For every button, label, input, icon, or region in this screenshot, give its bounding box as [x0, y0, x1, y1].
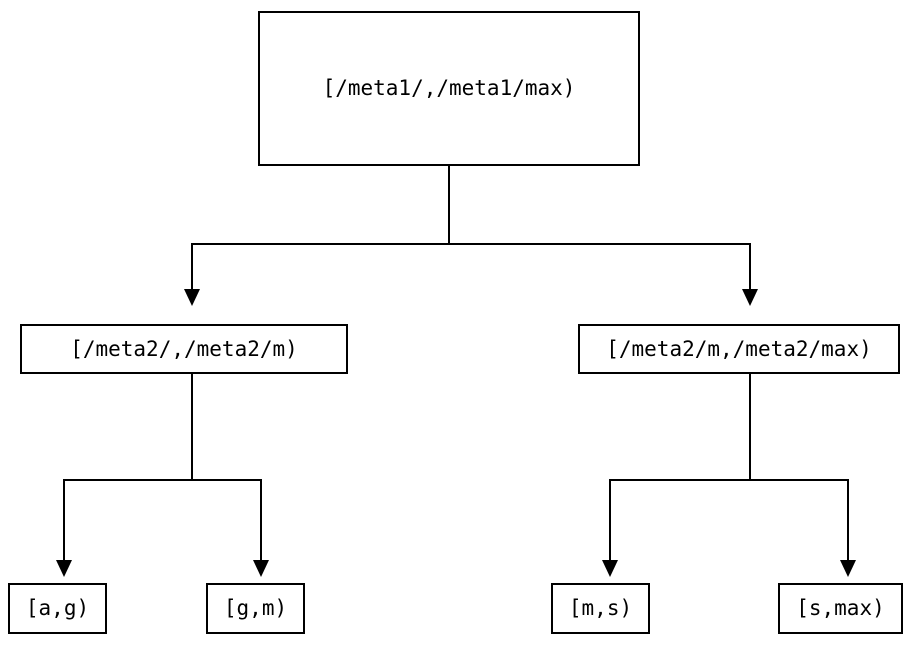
tree-node-mid-right-label: [/meta2/m,/meta2/max): [606, 336, 872, 361]
tree-node-leaf-gm[interactable]: [g,m): [206, 583, 305, 634]
tree-node-leaf-smax-label: [s,max): [796, 596, 885, 620]
edge-mid-right-to-ms-arrowhead-icon: [602, 560, 618, 577]
edge-mid-right-to-smax: [749, 374, 856, 577]
edge-mid-left-to-gm: [191, 374, 269, 577]
tree-node-leaf-smax[interactable]: [s,max): [778, 583, 903, 634]
tree-node-leaf-gm-label: [g,m): [223, 596, 288, 620]
edge-mid-right-to-smax-path: [749, 374, 849, 560]
tree-node-mid-left-label: [/meta2/,/meta2/m): [70, 336, 298, 361]
edge-root-to-mid-left-path: [191, 166, 450, 289]
tree-node-root[interactable]: [/meta1/,/meta1/max): [258, 11, 640, 166]
tree-node-leaf-ms-label: [m,s): [568, 596, 633, 620]
edge-mid-left-to-gm-path: [191, 374, 262, 560]
edge-mid-left-to-gm-arrowhead-icon: [253, 560, 269, 577]
tree-node-leaf-ms[interactable]: [m,s): [551, 583, 650, 634]
edge-mid-left-to-ag: [56, 374, 193, 577]
edge-mid-right-to-ms: [602, 374, 751, 577]
edge-mid-left-to-ag-arrowhead-icon: [56, 560, 72, 577]
edge-root-to-mid-right-arrowhead-icon: [742, 289, 758, 306]
edge-root-to-mid-left-arrowhead-icon: [184, 289, 200, 306]
edge-mid-right-to-ms-path: [609, 374, 751, 560]
edge-root-to-mid-right: [448, 166, 758, 306]
tree-node-mid-left[interactable]: [/meta2/,/meta2/m): [20, 324, 348, 374]
tree-node-root-label: [/meta1/,/meta1/max): [322, 76, 576, 100]
tree-node-mid-right[interactable]: [/meta2/m,/meta2/max): [578, 324, 900, 374]
edge-root-to-mid-right-path: [448, 166, 751, 289]
tree-node-leaf-ag-label: [a,g): [25, 596, 90, 620]
tree-node-leaf-ag[interactable]: [a,g): [8, 583, 107, 634]
edge-mid-left-to-ag-path: [63, 374, 193, 560]
edge-root-to-mid-left: [184, 166, 450, 306]
edge-mid-right-to-smax-arrowhead-icon: [840, 560, 856, 577]
